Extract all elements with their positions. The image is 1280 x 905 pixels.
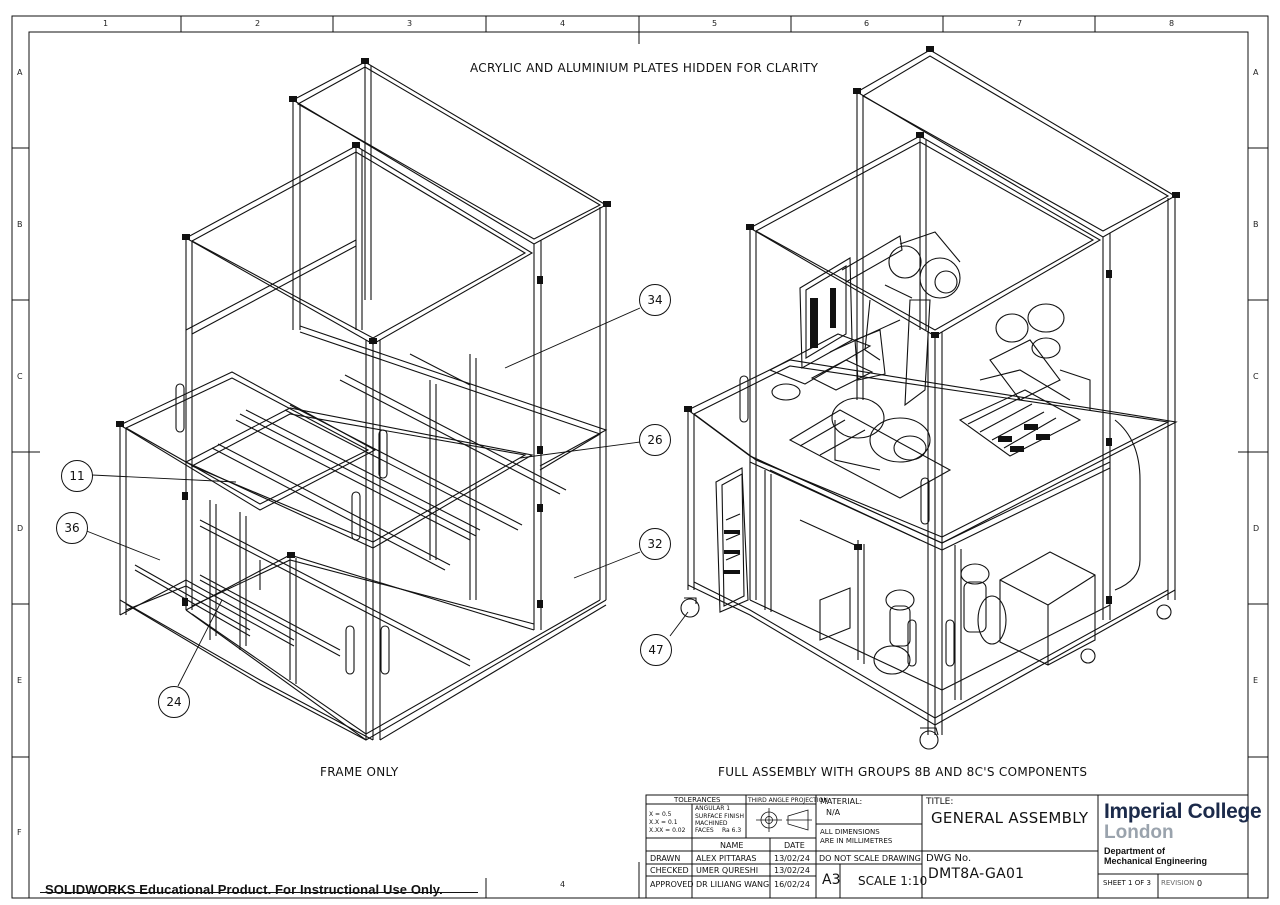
- balloon-24: 24: [158, 686, 190, 718]
- tb-approved-label: APPROVED: [650, 880, 694, 889]
- tb-title-label: TITLE:: [926, 797, 954, 807]
- zone-number-7: 7: [1017, 19, 1023, 28]
- zone-letter-b-right: B: [1253, 220, 1259, 229]
- tb-tol-xxx: X.XX = 0.02: [649, 827, 686, 834]
- balloon-34: 34: [639, 284, 671, 316]
- balloon-32: 32: [639, 528, 671, 560]
- tb-faces: FACES: [695, 827, 714, 834]
- tb-revision-label: REVISION: [1161, 879, 1195, 887]
- tb-tol-x: X = 0.5: [649, 811, 672, 818]
- tb-projection: THIRD ANGLE PROJECTION: [748, 797, 828, 804]
- zone-number-6: 6: [864, 19, 870, 28]
- note-plates-hidden: ACRYLIC AND ALUMINIUM PLATES HIDDEN FOR …: [470, 61, 819, 75]
- tb-dwg-label: DWG No.: [926, 853, 972, 864]
- tb-dims-line2: ARE IN MILLIMETRES: [820, 837, 893, 845]
- zone-letter-d-left: D: [17, 524, 24, 533]
- zone-number-bottom: 4: [560, 880, 566, 889]
- balloon-26: 26: [639, 424, 671, 456]
- tb-tolerances: TOLERANCES: [674, 796, 721, 804]
- tb-scale: SCALE 1:10: [858, 874, 928, 888]
- balloon-36: 36: [56, 512, 88, 544]
- tb-approved-name: DR LILIANG WANG: [696, 880, 770, 889]
- tb-checked-label: CHECKED: [650, 866, 689, 875]
- institution-city: London: [1104, 822, 1174, 843]
- zone-letter-c-right: C: [1253, 372, 1259, 381]
- tb-machined: MACHINED: [695, 820, 728, 827]
- zone-number-4: 4: [560, 19, 566, 28]
- zone-letter-f-left: F: [17, 828, 22, 837]
- frame-only-view: [118, 61, 608, 741]
- tb-material-label: MATERIAL:: [820, 797, 863, 806]
- zone-number-3: 3: [407, 19, 413, 28]
- zone-number-2: 2: [255, 19, 261, 28]
- zone-letter-e-left: E: [17, 676, 23, 685]
- department-line-2: Mechanical Engineering: [1104, 856, 1208, 866]
- tb-ra: Ra 6.3: [722, 827, 742, 834]
- tb-name-header: NAME: [720, 841, 744, 850]
- zone-letter-d-right: D: [1253, 524, 1260, 533]
- tb-checked-date: 13/02/24: [774, 866, 810, 875]
- tb-revision-value: 0: [1197, 879, 1203, 888]
- tb-do-not-scale: DO NOT SCALE DRAWING: [819, 854, 921, 863]
- zone-letter-b-left: B: [17, 220, 23, 229]
- tb-size: A3: [822, 872, 841, 888]
- tb-dwg-value: DMT8A-GA01: [928, 866, 1025, 882]
- tb-drawn-date: 13/02/24: [774, 854, 810, 863]
- zone-letter-a-left: A: [17, 68, 23, 77]
- zone-letter-c-left: C: [17, 372, 23, 381]
- institution-name: Imperial College: [1104, 800, 1262, 823]
- zone-number-5: 5: [712, 19, 718, 28]
- tb-date-header: DATE: [784, 841, 805, 850]
- tb-tol-xx: X.X = 0.1: [649, 819, 678, 826]
- balloon-11: 11: [61, 460, 93, 492]
- tb-drawn-name: ALEX PITTARAS: [696, 854, 757, 863]
- zone-letter-e-right: E: [1253, 676, 1259, 685]
- label-full-assembly: FULL ASSEMBLY WITH GROUPS 8B AND 8C'S CO…: [718, 765, 1088, 779]
- label-frame-only: FRAME ONLY: [320, 765, 399, 779]
- tb-surface-finish: SURFACE FINISH: [695, 813, 744, 820]
- tb-approved-date: 16/02/24: [774, 880, 810, 889]
- tb-sheet: SHEET 1 OF 3: [1103, 879, 1151, 887]
- zone-number-1: 1: [103, 19, 109, 28]
- tb-checked-name: UMER QURESHI: [696, 866, 759, 875]
- tb-material-value: N/A: [826, 808, 841, 817]
- tb-title-value: GENERAL ASSEMBLY: [931, 809, 1089, 827]
- full-assembly-view: [680, 49, 1178, 750]
- tb-drawn-label: DRAWN: [650, 854, 681, 863]
- educational-watermark: SOLIDWORKS Educational Product. For Inst…: [45, 882, 443, 897]
- tb-dims-line1: ALL DIMENSIONS: [820, 828, 880, 836]
- department-line-1: Department of: [1104, 846, 1166, 856]
- tb-angular: ANGULAR 1: [695, 805, 731, 812]
- balloon-47: 47: [640, 634, 672, 666]
- zone-number-8: 8: [1169, 19, 1175, 28]
- zone-letter-a-right: A: [1253, 68, 1259, 77]
- watermark-underline: [40, 892, 478, 893]
